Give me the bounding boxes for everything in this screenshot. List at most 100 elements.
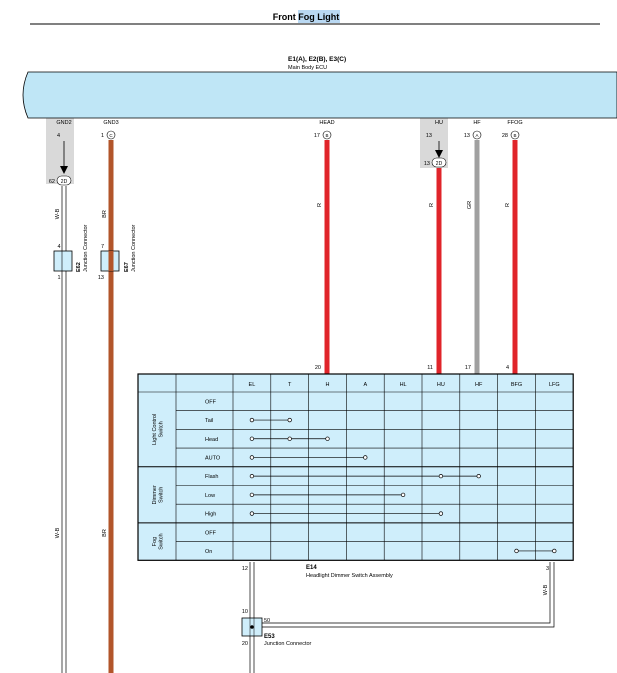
junction-e62 xyxy=(53,250,73,272)
switch-contact-dot xyxy=(249,455,255,460)
pin-label-ffog: FFOG xyxy=(507,120,522,126)
switch-contact-dot xyxy=(514,548,519,554)
hu-conn-bubble xyxy=(431,157,447,168)
gnd2-arrow-head xyxy=(60,166,68,174)
switch-pin-hu: 11 xyxy=(427,365,433,371)
switch-col-header-hl: HL xyxy=(400,382,407,388)
e53-name: Junction Connector xyxy=(264,641,312,647)
wire-label-gnd2: W-B xyxy=(55,208,61,219)
conn-label-head: B xyxy=(325,133,328,138)
wire-head xyxy=(324,140,330,374)
switch-contact-dot xyxy=(249,492,255,498)
switch-contact-dot xyxy=(287,436,292,441)
gnd2-conn-pin: 62 xyxy=(49,179,55,185)
gnd2-conn-bubble xyxy=(56,175,72,186)
title-highlight xyxy=(298,10,340,23)
e67-wire-through xyxy=(108,251,114,271)
switch-contact-dot xyxy=(287,417,292,423)
switch-group-label: Fog xyxy=(152,537,158,546)
pin-num-hu: 13 xyxy=(426,133,432,139)
switch-row-label: OFF xyxy=(205,530,217,536)
wire-ffog xyxy=(512,140,518,374)
switch-row-label: Low xyxy=(205,493,215,499)
wire-label-left-low: W-B xyxy=(55,527,61,538)
switch-row-label: OFF xyxy=(205,399,217,405)
conn-label-ffog: B xyxy=(513,133,516,138)
e14-name: Headlight Dimmer Switch Assembly xyxy=(306,573,393,579)
e62-pin-bottom: 1 xyxy=(57,275,60,281)
e62-pin-top: 4 xyxy=(57,244,60,250)
switch-row-label: Head xyxy=(205,437,218,443)
e67-pin-top: 7 xyxy=(101,244,104,250)
switch-col-header-hf: HF xyxy=(475,382,483,388)
ecu-name: E1(A), E2(B), E3(C) xyxy=(288,56,346,63)
switch-row-label: On xyxy=(205,549,212,555)
wire-w-b-e14-e53 xyxy=(249,562,255,618)
pin-label-gnd3: GND3 xyxy=(103,120,118,126)
e67-id: E67 xyxy=(124,262,130,272)
hu-conn-pin: 13 xyxy=(424,161,430,167)
switch-row-label: High xyxy=(205,512,216,518)
switch-contact-dot xyxy=(363,455,368,460)
e53-id: E53 xyxy=(264,634,275,640)
e53-pin-top: 10 xyxy=(242,609,248,615)
conn-bubble-head xyxy=(322,130,332,140)
wire-label-br-low: BR xyxy=(102,529,108,537)
switch-contact-dot xyxy=(552,548,557,554)
switch-row-label: Flash xyxy=(205,474,218,480)
hu-conn-label: 2D xyxy=(436,161,443,167)
switch-pin-h: 20 xyxy=(315,365,321,371)
conn-bubble-ffog xyxy=(510,130,520,140)
conn-bubble-hf xyxy=(472,130,482,140)
switch-col-header-hu: HU xyxy=(437,382,445,388)
switch-row-label: Tail xyxy=(205,418,213,424)
switch-col-header-t: T xyxy=(288,382,292,388)
pin-label-head: HEAD xyxy=(319,120,334,126)
pin-label-hf: HF xyxy=(473,120,481,126)
switch-contact-dot xyxy=(325,436,330,441)
e67-pin-bottom: 13 xyxy=(98,275,104,281)
switch-col-header-lfg: LFG xyxy=(549,382,560,388)
wire-label-gnd3: BR xyxy=(102,210,108,218)
switch-group-label: Switch xyxy=(158,533,164,549)
wire-label-hu: R xyxy=(429,203,435,207)
switch-contact-dot xyxy=(438,474,444,479)
wire-label-ffog: R xyxy=(505,203,511,207)
wire-label-head: R xyxy=(317,203,323,207)
switch-pin-hf: 17 xyxy=(465,365,471,371)
e53-pin-bottom: 20 xyxy=(242,641,248,647)
wire-w-b-right xyxy=(262,562,555,628)
switch-contact-dot xyxy=(400,492,406,498)
switch-contact-dot xyxy=(249,436,255,441)
switch-col-header-bfg: BFG xyxy=(511,382,522,388)
wire-w-b-e53-down xyxy=(249,636,255,673)
pin-num-gnd3: 1 xyxy=(101,133,104,139)
wire-label-hf: GR xyxy=(467,201,473,209)
conn-label-gnd3: C xyxy=(109,133,113,138)
switch-contact-dot xyxy=(476,474,481,479)
switch-group-label: Switch xyxy=(158,421,164,437)
diagram-title: Front Fog Light xyxy=(273,12,339,22)
conn-label-hf: A xyxy=(475,133,478,138)
e62-id: E62 xyxy=(76,262,82,272)
conn-bubble-gnd3 xyxy=(106,130,116,140)
switch-row-label: AUTO xyxy=(205,455,221,461)
switch-pin-bottom-right: 3 xyxy=(546,566,549,572)
hu-arrow-head xyxy=(435,150,443,158)
pin-num-gnd2: 4 xyxy=(57,133,60,139)
switch-col-header-h: H xyxy=(326,382,330,388)
pin-label-gnd2: GND2 xyxy=(56,120,71,126)
e67-name: Junction Connector xyxy=(131,224,137,272)
pin-num-head: 17 xyxy=(314,133,320,139)
pin-num-ffog: 28 xyxy=(502,133,508,139)
switch-contact-dot xyxy=(249,417,255,423)
switch-contact-dot xyxy=(249,474,255,479)
switch-col-header-el: EL xyxy=(249,382,256,388)
switch-pin-bfg: 4 xyxy=(506,365,509,371)
gnd2-conn-label: 2D xyxy=(61,179,68,185)
switch-group-label: Light Control xyxy=(152,414,158,445)
main-body-ecu xyxy=(22,71,617,119)
switch-group-label: Switch xyxy=(158,487,164,503)
